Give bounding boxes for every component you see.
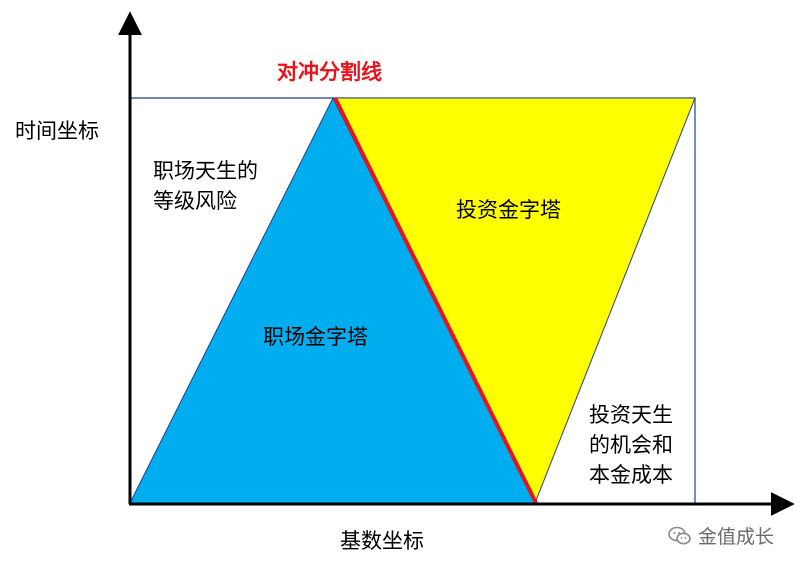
hedge-dividing-line: [333, 97, 538, 504]
investment-cost-line-1: 投资天生: [589, 403, 673, 427]
hedge-line-label: 对冲分割线: [277, 60, 382, 84]
career-risk-label: 职场天生的 等级风险: [153, 156, 258, 216]
investment-cost-line-2: 的机会和: [589, 433, 673, 457]
x-axis-label: 基数坐标: [340, 529, 424, 553]
watermark: 金值成长: [668, 522, 774, 549]
career-risk-line-2: 等级风险: [153, 189, 237, 213]
investment-cost-label: 投资天生 的机会和 本金成本: [589, 400, 673, 490]
career-pyramid-label: 职场金字塔: [263, 325, 368, 349]
watermark-text: 金值成长: [698, 526, 775, 548]
investment-pyramid-label: 投资金字塔: [456, 198, 561, 222]
y-axis-label: 时间坐标: [15, 119, 99, 143]
wechat-icon: [668, 526, 691, 544]
investment-cost-line-3: 本金成本: [589, 463, 673, 487]
career-risk-line-1: 职场天生的: [153, 159, 258, 183]
